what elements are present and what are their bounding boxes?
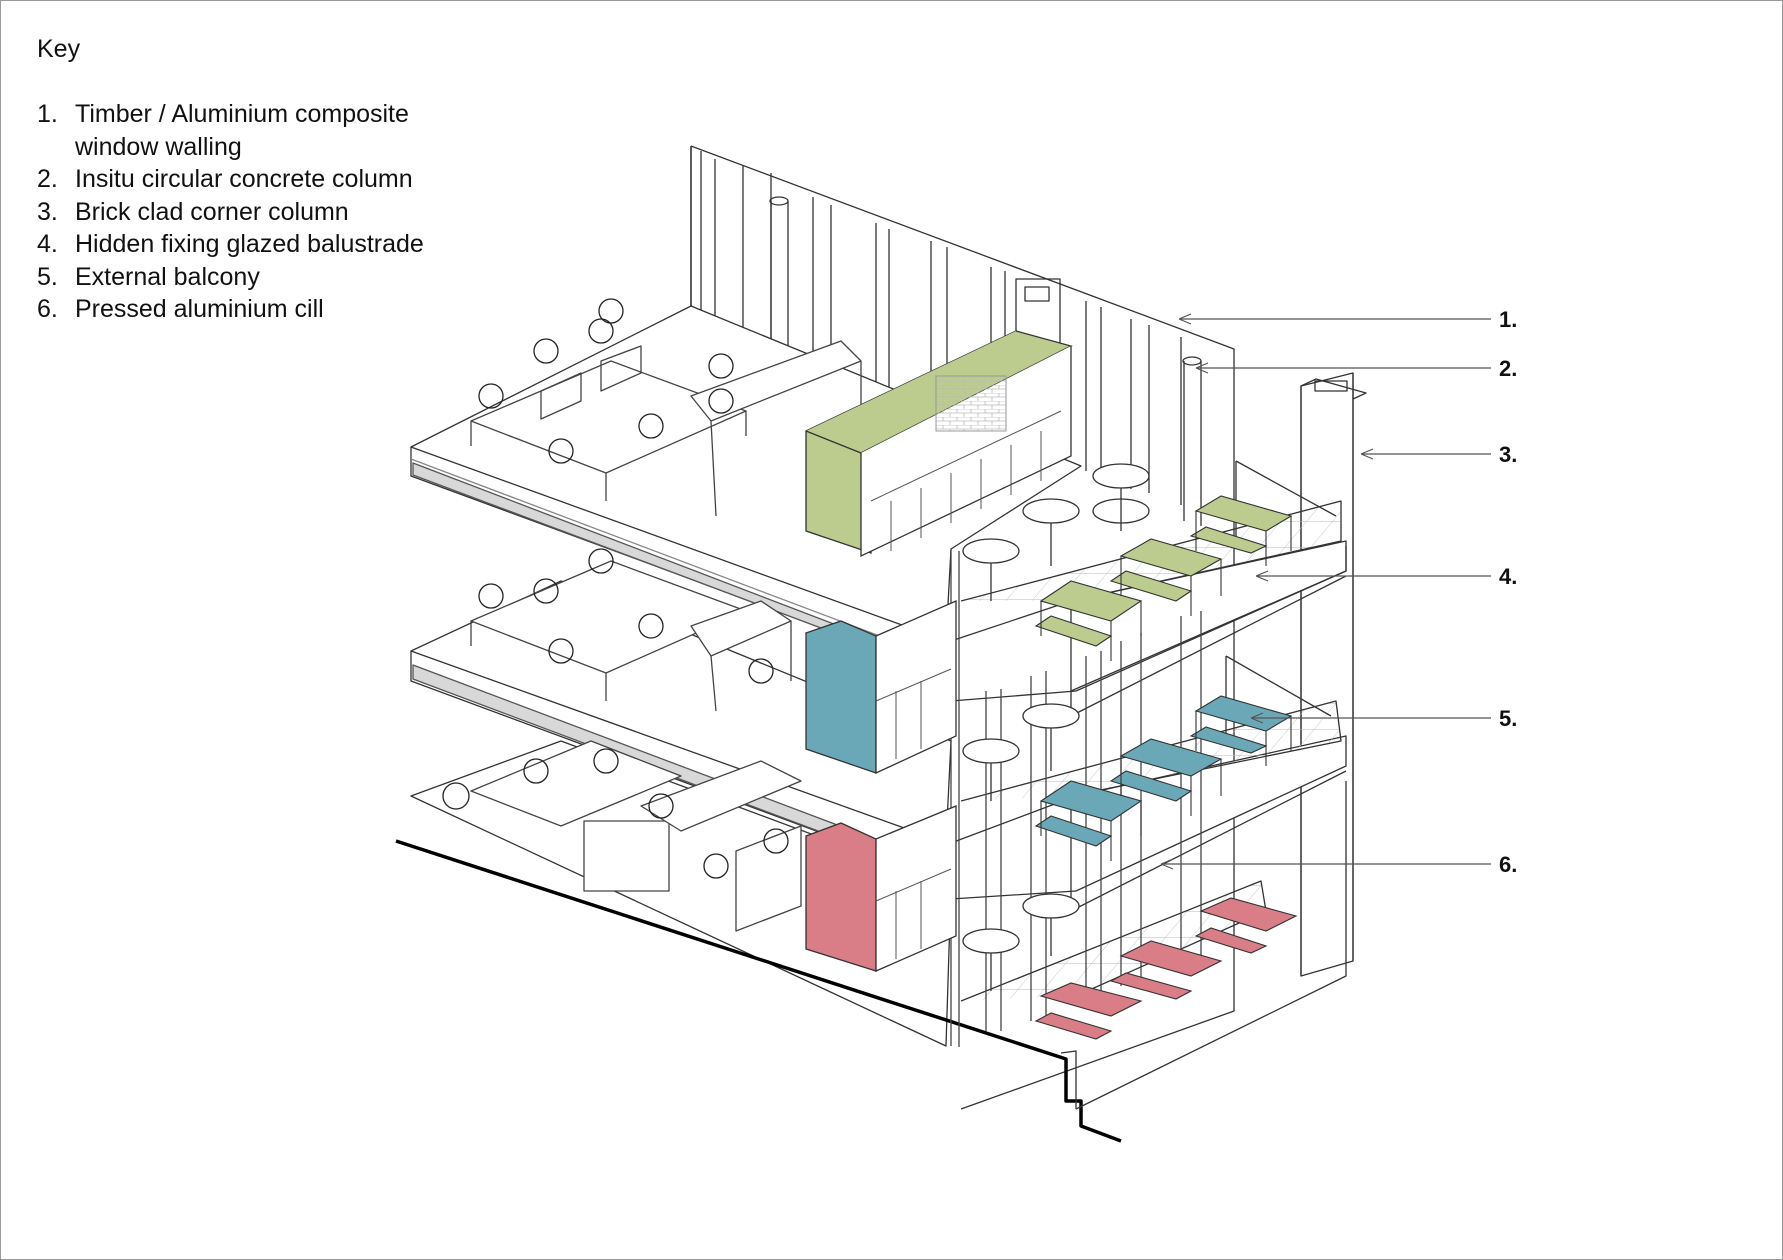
brick-corner-column	[1300, 372, 1367, 977]
callout-label-2: 2.	[1499, 356, 1517, 381]
callout-labels: 1. 2. 3. 4. 5. 6.	[1499, 307, 1517, 877]
chairs-level-2	[478, 548, 774, 684]
callout-label-6: 6.	[1499, 852, 1517, 877]
cafe-tables-level-2	[962, 703, 1080, 801]
key-item-number: 4.	[37, 230, 58, 258]
chairs-level-1	[442, 748, 789, 879]
balcony-benches-pink	[1034, 897, 1298, 1040]
callout-label-4: 4.	[1499, 564, 1517, 589]
key-item-number: 1.	[37, 100, 58, 128]
key-item: 3. Brick clad corner column	[37, 196, 437, 229]
key-item-text: Timber / Aluminium composite window wall…	[75, 100, 409, 161]
key-item-text: Pressed aluminium cill	[75, 295, 324, 323]
key-item: 2. Insitu circular concrete column	[37, 163, 437, 196]
key-item: 4. Hidden fixing glazed balustrade	[37, 228, 437, 261]
key-item: 6. Pressed aluminium cill	[37, 293, 437, 326]
cafe-tables-level-1	[962, 893, 1080, 991]
window-walling	[690, 145, 1235, 1110]
balcony-benches-blue	[1034, 695, 1293, 861]
building-linework	[395, 145, 1367, 1143]
kitchen-core-level-2	[805, 600, 957, 775]
kitchen-core-level-1	[805, 805, 957, 972]
kitchen-core-level-3	[805, 329, 1073, 558]
key-item-text: External balcony	[75, 262, 260, 291]
desks-level-2	[470, 560, 792, 712]
key-item-number: 6.	[37, 295, 58, 323]
callout-label-5: 5.	[1499, 706, 1517, 731]
key-item-text: Brick clad corner column	[75, 197, 349, 226]
callout-leaders	[1160, 313, 1491, 870]
key-item-number: 3.	[37, 197, 58, 226]
key-item-number: 2.	[37, 165, 58, 193]
cafe-tables-level-3	[962, 463, 1150, 601]
key-item-number: 5.	[37, 262, 58, 291]
callout-label-1: 1.	[1499, 307, 1517, 332]
key-item-text: Insitu circular concrete column	[75, 165, 413, 193]
key-title: Key	[37, 35, 81, 63]
key-list: 1. Timber / Aluminium composite window w…	[37, 98, 437, 326]
balcony-benches-green	[1034, 495, 1293, 661]
desks-level-1	[470, 740, 802, 932]
callout-label-3: 3.	[1499, 442, 1517, 467]
key-item: 1. Timber / Aluminium composite window w…	[37, 98, 437, 163]
key-legend: Key 1. Timber / Aluminium composite wind…	[37, 35, 437, 326]
key-item-text: Hidden fixing glazed balustrade	[75, 230, 424, 258]
chairs-level-3	[478, 298, 734, 464]
concrete-column	[769, 196, 1202, 526]
key-item: 5. External balcony	[37, 261, 437, 294]
